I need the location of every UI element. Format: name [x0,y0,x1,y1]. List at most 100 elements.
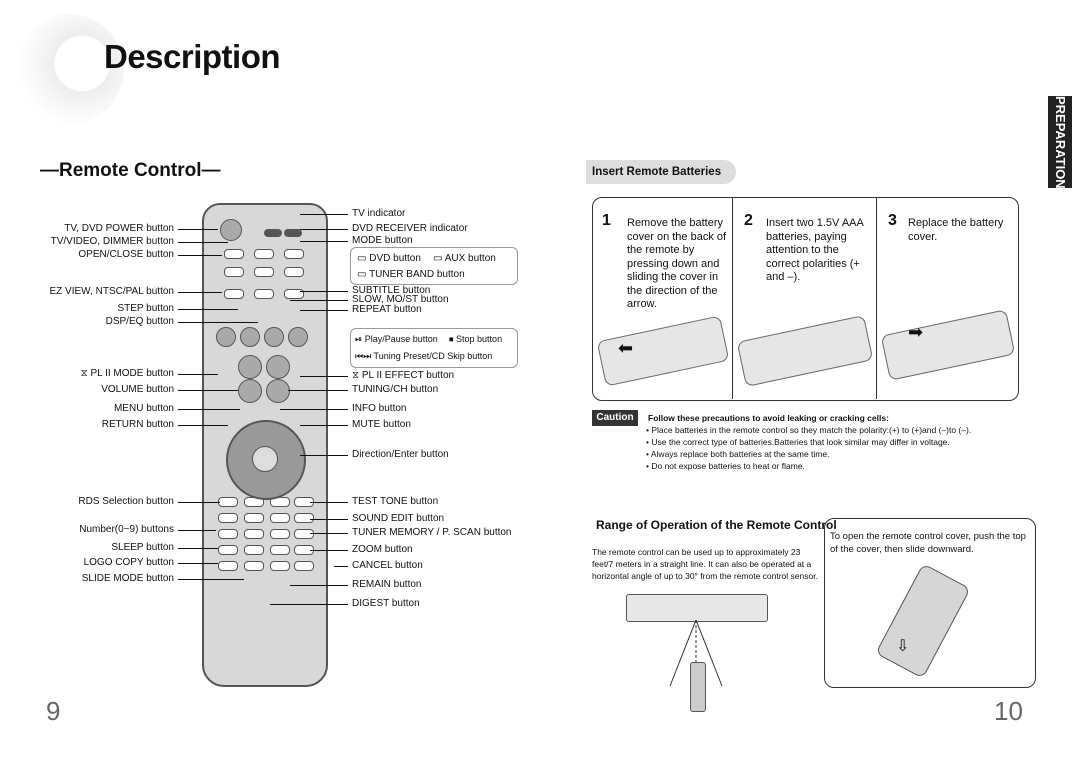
label-cancel: CANCEL button [352,560,423,571]
leader-line [300,229,348,230]
transport-button-graphic [240,327,260,347]
label-logo-copy: LOGO COPY button [83,557,174,568]
label-play-pause-text: Play/Pause button [364,334,438,344]
label-zoom: ZOOM button [352,544,413,555]
volume-up-graphic [238,355,262,379]
number-key-graphic [218,513,238,523]
label-test-tone: TEST TONE button [352,496,439,507]
label-slide-mode: SLIDE MODE button [81,573,174,584]
label-subtitle: SUBTITLE button [352,285,431,296]
label-aux-button: ▭ AUX button [433,253,496,264]
leader-line [178,292,222,293]
section-title-text: Remote Control [59,160,202,181]
label-volume: VOLUME button [101,384,174,395]
stop-icon: ⏹ [449,334,454,344]
title-dash-left: — [40,160,59,181]
label-pl2-mode: ⧖ PL II MODE button [0,368,174,379]
step-divider [732,197,733,399]
leader-line [310,550,348,551]
insert-batteries-tab: Insert Remote Batteries [586,160,736,184]
label-pl2-effect: ⧖ PL II EFFECT button [352,370,454,381]
label-aux-button-text: AUX button [444,253,496,264]
logo-copy-graphic [218,561,238,571]
remain-graphic [294,561,314,571]
leader-line [300,241,348,242]
label-stop: ⏹ Stop button [449,334,502,345]
label-dvd-button-text: DVD button [369,253,421,264]
transport-button-graphic [288,327,308,347]
slow-graphic [254,289,274,299]
label-repeat: REPEAT button [352,304,422,315]
leader-line [310,533,348,534]
leader-line [280,409,348,410]
leader-line [178,579,244,580]
number-key-graphic [244,545,264,555]
label-menu: MENU button [113,403,174,414]
leader-line [178,242,228,243]
slide-mode-graphic [244,561,264,571]
label-info: INFO button [352,403,407,414]
label-return: RETURN button [101,419,174,430]
caution-bullet-text: Always replace both batteries at the sam… [650,449,830,459]
label-play-pause: ⏯ Play/Pause button [355,334,438,345]
tuner-band-icon: ▭ [357,269,367,280]
page-title: Description [104,38,281,75]
step-1-text: Remove the battery cover on the back of … [627,217,727,310]
enter-button-graphic [252,446,278,472]
step-divider [876,197,877,399]
leader-line [178,425,228,426]
step-2-text: Insert two 1.5V AAA batteries, paying at… [766,217,864,283]
label-pl2-mode-text: PL II MODE button [90,368,174,379]
label-dvd-receiver-indicator: DVD RECEIVER indicator [352,223,468,234]
label-tuning-preset: ⏮⏭ Tuning Preset/CD Skip button [355,351,492,362]
label-mode: MODE button [352,235,413,246]
step-1-number: 1 [602,212,611,229]
transport-button-graphic [264,327,284,347]
caution-bullet: • Place batteries in the remote control … [646,425,972,435]
label-dsp-eq: DSP/EQ button [105,316,174,327]
transport-buttons-inset: ⏯ Play/Pause button ⏹ Stop button ⏮⏭ Tun… [350,328,518,368]
label-rds-selection: RDS Selection button [78,496,174,507]
label-dvd-button: ▭ DVD button [357,253,421,264]
leader-line [178,255,222,256]
label-tuning-preset-text: Tuning Preset/CD Skip button [373,351,493,361]
subtitle-graphic [284,289,304,299]
decorative-circle-graphic [14,14,124,124]
leader-line [178,309,238,310]
step-3-number: 3 [888,212,897,229]
leader-line [178,563,218,564]
arrow-right-icon: ➡ [908,322,924,342]
open-close-graphic [224,249,244,259]
small-remote-illustration [690,662,706,712]
open-cover-box [824,518,1036,688]
tuner-graphic [254,267,274,277]
section-title: —Remote Control— [40,160,221,182]
leader-line [178,374,218,375]
number-key-graphic [270,497,290,507]
label-sound-edit: SOUND EDIT button [352,513,445,524]
caution-bullet: • Do not expose batteries to heat or fla… [646,461,805,471]
transport-button-graphic [216,327,236,347]
number-key-graphic [270,529,290,539]
leader-line [300,214,348,215]
side-tab-preparation: PREPARATION [1048,96,1072,189]
label-sleep: SLEEP button [111,542,174,553]
label-tuner-band-button: ▭ TUNER BAND button [357,269,465,280]
label-stop-text: Stop button [456,334,503,344]
leader-line [300,291,348,292]
caution-bullet-text: Do not expose batteries to heat or flame… [651,461,805,471]
caution-bullet: • Always replace both batteries at the s… [646,449,830,459]
leader-line [178,502,220,503]
cancel-graphic [270,545,290,555]
number-key-graphic [244,529,264,539]
open-cover-text: To open the remote control cover, push t… [830,531,1026,555]
leader-line [310,519,348,520]
label-tuning-ch: TUNING/CH button [352,384,439,395]
leader-line [310,502,348,503]
leader-line [178,548,218,549]
page-number-right: 10 [994,696,1023,726]
label-tv-indicator: TV indicator [352,208,406,219]
label-mute: MUTE button [352,419,411,430]
leader-line [178,229,218,230]
leader-line [178,390,238,391]
